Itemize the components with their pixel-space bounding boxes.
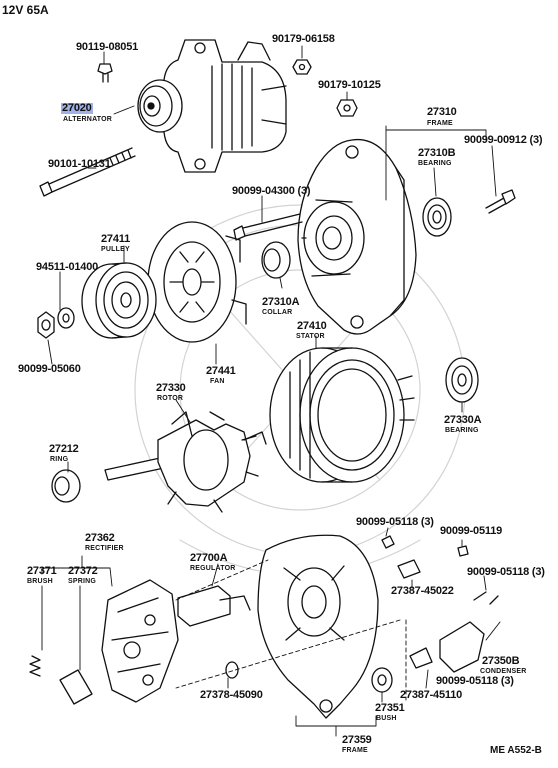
screw-90099-00912 [485, 189, 516, 214]
screw-90099-05118-upper [381, 535, 395, 549]
bearing-27330A [445, 357, 479, 403]
rear-frame-27359-drawing [257, 534, 379, 719]
part-number-90099-05118-a[interactable]: 90099-05118 (3) [356, 516, 434, 528]
part-caption-collar: COLLAR [262, 309, 293, 316]
part-number-27310[interactable]: 27310 [427, 106, 457, 118]
part-number-27020[interactable]: 27020 [61, 102, 93, 114]
nut-90099-05060 [37, 311, 55, 339]
part-number-27700A[interactable]: 27700A [190, 552, 228, 564]
part-number-90099-05118-c[interactable]: 90099-05118 (3) [436, 675, 514, 687]
rotor-27330-drawing [104, 411, 267, 513]
part-number-27330[interactable]: 27330 [156, 382, 186, 394]
part-number-90099-05119[interactable]: 90099-05119 [440, 525, 503, 537]
insulator-27387-45110 [409, 647, 433, 669]
part-number-90099-04300[interactable]: 90099-04300 (3) [232, 185, 311, 197]
part-caption-regulator: REGULATOR [190, 565, 236, 572]
part-number-94511-01400[interactable]: 94511-01400 [36, 261, 99, 273]
part-number-27351[interactable]: 27351 [375, 702, 405, 714]
part-caption-brush: BRUSH [27, 578, 53, 585]
bearing-27310B [422, 197, 452, 237]
pulley-27411-drawing [81, 262, 157, 339]
part-caption-frame: FRAME [427, 120, 453, 127]
part-caption-fan: FAN [210, 378, 225, 385]
washer-94511-01400 [57, 307, 75, 329]
part-number-27410[interactable]: 27410 [297, 320, 327, 332]
part-caption-spring: SPRING [68, 578, 97, 585]
part-number-90099-05118-b[interactable]: 90099-05118 (3) [467, 566, 545, 578]
part-number-27411[interactable]: 27411 [101, 233, 130, 245]
insulator-27387-45022 [397, 559, 421, 579]
part-caption-rotor: ROTOR [157, 395, 184, 402]
part-number-27372[interactable]: 27372 [68, 565, 98, 577]
nut-27378-45090 [225, 661, 239, 679]
nut-90179-06158 [292, 59, 312, 75]
part-number-90179-10125[interactable]: 90179-10125 [318, 79, 381, 91]
rectifier-27362-drawing [101, 579, 179, 703]
bolt-90119-08051 [97, 63, 113, 83]
part-caption-frame-rear: FRAME [342, 747, 368, 754]
collar-27310A [261, 241, 291, 279]
part-number-27441[interactable]: 27441 [206, 365, 236, 377]
part-number-90179-06158[interactable]: 90179-06158 [272, 33, 335, 45]
part-caption-pulley: PULLEY [101, 246, 130, 253]
part-number-27371[interactable]: 27371 [27, 565, 57, 577]
part-number-90119-08051[interactable]: 90119-08051 [76, 41, 139, 53]
ring-27212 [51, 469, 81, 503]
part-number-27362[interactable]: 27362 [85, 532, 115, 544]
diagram-title: 12V 65A [2, 3, 49, 17]
front-frame-27310-drawing [297, 138, 417, 335]
part-number-27359[interactable]: 27359 [342, 734, 372, 746]
part-number-27387-45110[interactable]: 27387-45110 [400, 689, 463, 701]
condenser-27350B-drawing [439, 591, 499, 673]
regulator-27700A-drawing [177, 585, 251, 627]
diagram-code: ME A552-B [490, 745, 542, 756]
part-number-27310B[interactable]: 27310B [418, 147, 456, 159]
part-number-27330A[interactable]: 27330A [444, 414, 482, 426]
stator-27410-drawing [269, 347, 415, 483]
part-caption-rectifier: RECTIFIER [85, 545, 124, 552]
spring-27372 [29, 655, 41, 677]
screw-90099-04300 [233, 213, 303, 241]
part-caption-bush: BUSH [376, 715, 397, 722]
fan-27441-drawing [147, 221, 247, 343]
part-number-27310A[interactable]: 27310A [262, 296, 300, 308]
part-caption-stator: STATOR [296, 333, 325, 340]
part-caption-bearing-2: BEARING [445, 427, 479, 434]
brush-27371 [59, 669, 93, 705]
leader-lines [41, 45, 501, 737]
part-number-27350B[interactable]: 27350B [482, 655, 520, 667]
part-number-27378-45090[interactable]: 27378-45090 [200, 689, 263, 701]
alternator-assembly-drawing [137, 39, 287, 173]
part-number-90101-10131[interactable]: 90101-10131 [48, 158, 111, 170]
bush-27351 [371, 667, 393, 693]
part-number-27212[interactable]: 27212 [49, 443, 79, 455]
part-number-90099-05060[interactable]: 90099-05060 [18, 363, 81, 375]
part-number-27387-45022[interactable]: 27387-45022 [391, 585, 454, 597]
part-caption-ring: RING [50, 456, 69, 463]
part-caption-alternator: ALTERNATOR [63, 116, 113, 123]
nut-90179-10125 [336, 99, 358, 117]
part-caption-condenser: CONDENSER [480, 668, 527, 675]
part-caption-bearing: BEARING [418, 160, 452, 167]
bolt-90101-10131 [39, 147, 136, 197]
screw-90099-05119 [457, 545, 469, 557]
part-number-90099-00912[interactable]: 90099-00912 (3) [464, 134, 543, 146]
